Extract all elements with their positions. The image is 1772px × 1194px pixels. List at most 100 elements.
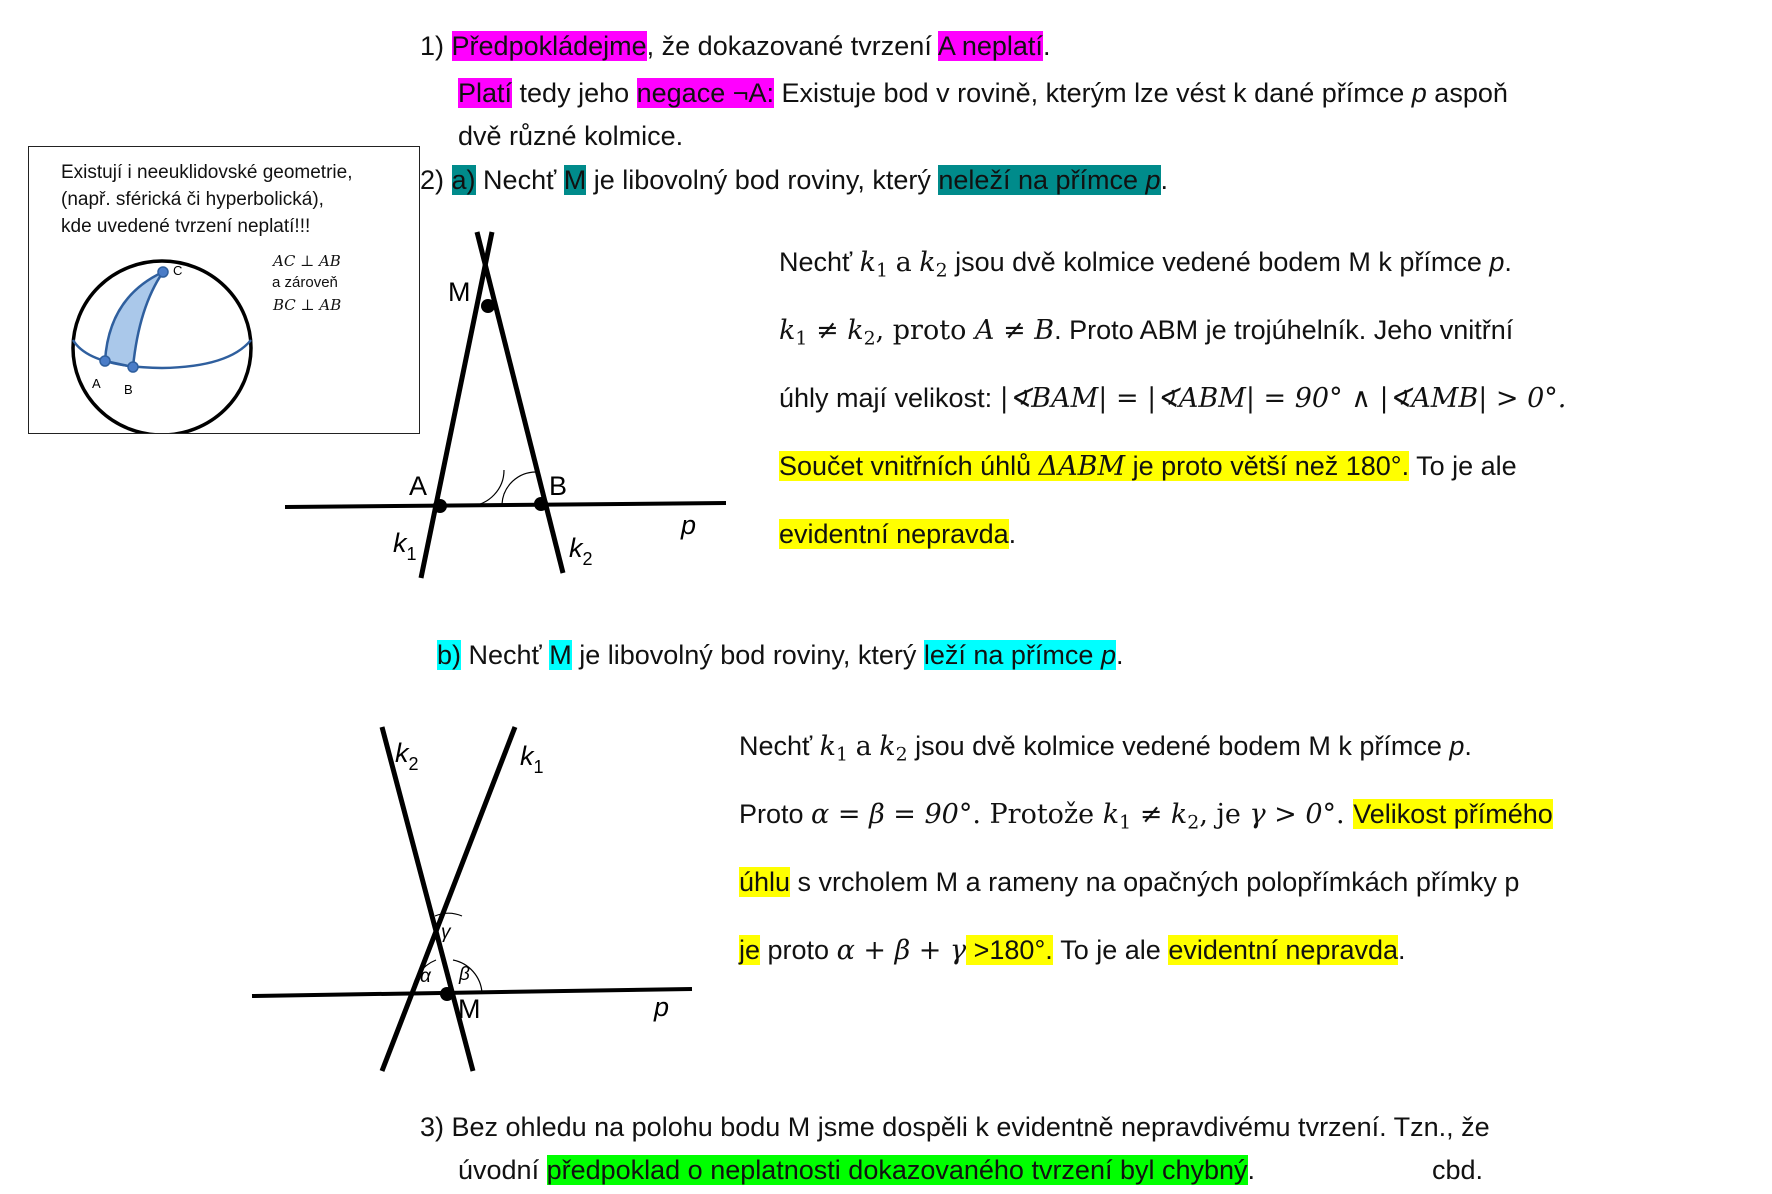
text: úhly mají velikost:	[779, 383, 1000, 413]
line-p: p	[1100, 640, 1116, 670]
step1-line1: 1) Předpokládejme, že dokazované tvrzení…	[420, 29, 1050, 63]
label-k1: k1	[520, 741, 544, 777]
highlight-negation: negace ¬A:	[636, 78, 774, 108]
text: To je ale	[1052, 935, 1169, 965]
math-k2: k2	[919, 247, 948, 282]
highlight-b: b)	[437, 640, 462, 670]
text: tedy jeho	[512, 78, 637, 108]
step-number: 2)	[420, 165, 445, 195]
note-text: Existují i neeuklidovské geometrie, (nap…	[61, 159, 352, 240]
text: To je ale	[1409, 451, 1517, 481]
text: . Protože	[972, 799, 1103, 830]
text2a-line3: úhly mají velikost: |∢BAM| = |∢ABM| = 90…	[779, 381, 1566, 416]
highlight-a-not-valid: A neplatí	[937, 31, 1043, 61]
highlight-straight-angle: Velikost přímého	[1353, 799, 1553, 829]
step2b-heading: b) Nechť M je libovolný bod roviny, kter…	[437, 638, 1123, 672]
note-bc-perp-ab: BC ⊥ AB	[273, 296, 342, 314]
math-k1: k1	[819, 731, 849, 766]
step1-line2: Platí tedy jeho negace ¬A: Existuje bod …	[458, 76, 1508, 110]
label-p: p	[680, 510, 696, 540]
label-alpha: α	[420, 966, 432, 987]
line-p: p	[1145, 165, 1161, 195]
highlight-gt-180: >180°.	[966, 935, 1053, 965]
text: Nechť	[475, 165, 564, 195]
text: , že dokazované tvrzení	[646, 31, 938, 61]
text2b-line3: úhlu s vrcholem M a rameny na opačných p…	[739, 865, 1519, 899]
step-number: 1)	[420, 31, 445, 61]
math-k1-neq-k2: k1 ≠ k2	[779, 315, 876, 350]
text: jsou dvě kolmice vedené bodem M k přímce	[947, 247, 1490, 277]
text: neleží na přímce	[938, 165, 1146, 195]
step3-line2: úvodní předpoklad o neplatnosti dokazova…	[458, 1153, 1255, 1187]
highlight-evident-falsehood: evidentní nepravda	[1168, 935, 1398, 965]
highlight-assume: Předpokládejme	[451, 31, 647, 61]
math-k1-neq-k2: k1 ≠ k2	[1102, 799, 1200, 834]
line-p: p	[1489, 247, 1505, 277]
text2a-line4: Součet vnitřních úhlů ΔABM je proto větš…	[779, 449, 1517, 484]
equator-arc	[71, 339, 252, 370]
label-gamma: γ	[441, 922, 452, 943]
highlight-on-line: leží na přímce p	[923, 640, 1116, 670]
text: Nechť	[461, 640, 550, 670]
text: Nechť	[779, 247, 860, 277]
highlight-plati: Platí	[458, 78, 513, 108]
highlight-not-on-line: neleží na přímce p	[938, 165, 1161, 195]
highlight-je: je	[739, 935, 761, 965]
text: je libovolný bod roviny, který	[586, 165, 939, 195]
label-beta: β	[458, 964, 470, 985]
math-angle-sum: α + β + γ	[836, 935, 967, 966]
text: . Proto ABM je trojúhelník. Jeho vnitřní	[1054, 315, 1514, 345]
text: .	[1115, 640, 1124, 670]
text: aspoň	[1426, 78, 1508, 108]
highlight-assumption-wrong: předpoklad o neplatnosti dokazovaného tv…	[546, 1155, 1248, 1185]
math-alpha-beta: α = β = 90°	[811, 799, 973, 830]
note-box: Existují i neeuklidovské geometrie, (nap…	[28, 146, 420, 434]
spherical-triangle	[103, 268, 167, 369]
line-p: p	[1449, 731, 1465, 761]
math-gamma: γ > 0°	[1249, 799, 1337, 830]
label-m: M	[458, 994, 481, 1024]
label-k2: k2	[395, 738, 419, 774]
text: .	[1398, 935, 1406, 965]
text2a-line1: Nechť k1 a k2 jsou dvě kolmice vedené bo…	[779, 245, 1512, 288]
sphere-figure: A B C	[71, 259, 253, 433]
label-c: C	[173, 263, 182, 278]
text: .	[1160, 165, 1169, 195]
text: s vrcholem M a rameny na opačných polopř…	[790, 867, 1520, 897]
text: .	[1464, 731, 1472, 761]
figure-triangle: M A B p k1 k2	[284, 231, 727, 579]
text: .	[1008, 519, 1017, 549]
text: dvě různé kolmice.	[458, 121, 684, 151]
text2b-line1: Nechť k1 a k2 jsou dvě kolmice vedené bo…	[739, 729, 1472, 772]
text: Bez ohledu na polohu bodu M jsme dospěli…	[444, 1112, 1490, 1142]
math-triangle: ΔABM	[1038, 451, 1126, 482]
highlight-evident-falsehood: evidentní nepravda	[779, 519, 1009, 549]
text: je proto větší než 180°.	[1125, 451, 1410, 481]
note-and: a zároveň	[272, 274, 338, 291]
highlight-angle-sum: Součet vnitřních úhlů ΔABM je proto větš…	[779, 451, 1410, 482]
label-a: A	[92, 376, 101, 391]
text: .	[1042, 31, 1051, 61]
label-k1: k1	[393, 528, 417, 564]
label-k2: k2	[569, 533, 593, 569]
figure-point-on-line: M p α β γ k2 k1	[251, 726, 693, 1072]
text2b-line4: je proto α + β + γ >180°. To je ale evid…	[739, 933, 1406, 968]
text2a-line5: evidentní nepravda.	[779, 517, 1016, 551]
point-b	[127, 361, 139, 373]
text: Nechť	[739, 731, 820, 761]
text: a	[855, 731, 872, 762]
label-b: B	[124, 382, 133, 397]
text: Proto	[739, 799, 812, 829]
text: a	[895, 247, 912, 278]
highlight-m: M	[549, 640, 572, 670]
line-p: p	[1411, 78, 1427, 108]
text: .	[1336, 799, 1354, 830]
text: Součet vnitřních úhlů	[779, 451, 1039, 481]
step2a-heading: 2) a) Nechť M je libovolný bod roviny, k…	[420, 163, 1168, 197]
label-b: B	[549, 471, 567, 501]
cbd: cbd.	[1432, 1155, 1484, 1185]
point-c	[157, 266, 169, 278]
text2a-line2: k1 ≠ k2, proto A ≠ B. Proto ABM je trojú…	[779, 313, 1513, 356]
text: .	[1247, 1155, 1256, 1185]
highlight-m: M	[563, 165, 587, 195]
